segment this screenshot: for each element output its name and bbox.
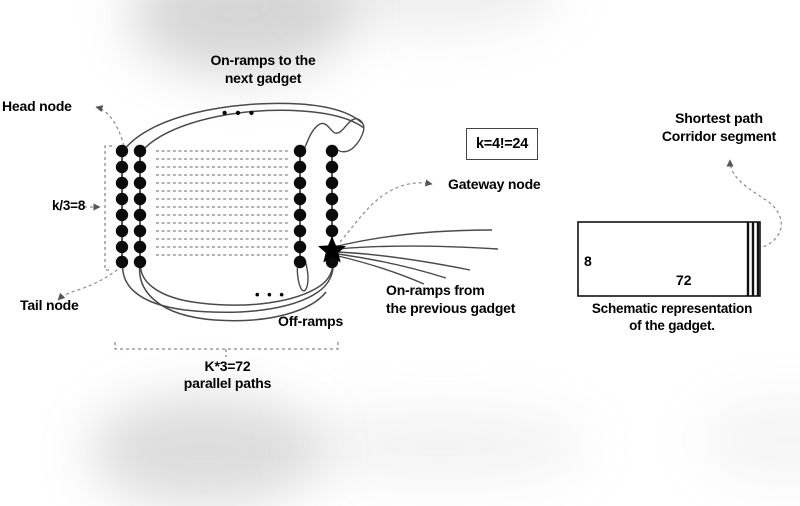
head-node-leader [95,105,125,147]
label-onramps-prev-line1: On-ramps from [386,282,485,298]
label-shortest-path-line1: Shortest path [675,110,763,126]
label-gateway-node: Gateway node [448,176,541,192]
schematic-width-value: 72 [676,272,692,288]
label-schematic-line2: of the gadget. [629,318,715,333]
k-factorial-box: k=4!=24 [466,128,538,160]
label-tail-node: Tail node [20,297,79,313]
gadget-boundary-squiggle [302,118,365,153]
ellipsis-top: • • • [222,105,257,122]
onramps-from-previous-gadget-curves [337,229,499,285]
label-offramps: Off-ramps [278,313,344,329]
gadget-nodes [115,144,339,269]
label-head-node: Head node [2,98,72,114]
gateway-node-leader [339,179,433,243]
corridor-dashed-lines [156,150,290,256]
label-onramps-next-line2: next gadget [224,70,302,86]
label-schematic-line1: Schematic representation [591,301,753,316]
offramp-curves [121,257,334,322]
schematic-rectangle [577,221,761,297]
label-onramps-next-line1: On-ramps to the [210,52,316,68]
label-k-over-3: k/3=8 [52,198,86,213]
label-parallel-paths-line2: parallel paths [183,375,272,391]
label-onramps-prev-line2: the previous gadget [386,300,516,316]
onramps-to-next-gadget-curves [123,102,365,152]
parallel-paths-bracket [114,342,339,357]
ellipsis-bottom: • • • [255,287,286,302]
tail-node-leader [57,265,123,301]
offramp-inner-loop [296,259,309,292]
k-over-3-bracket [104,145,112,271]
label-parallel-paths-line1: K*3=72 [204,358,251,374]
schematic-height-value: 8 [584,253,592,269]
label-shortest-path-line2: Corridor segment [661,128,777,144]
diagram-vector-layer [57,102,782,357]
gateway-star-node [318,236,346,263]
